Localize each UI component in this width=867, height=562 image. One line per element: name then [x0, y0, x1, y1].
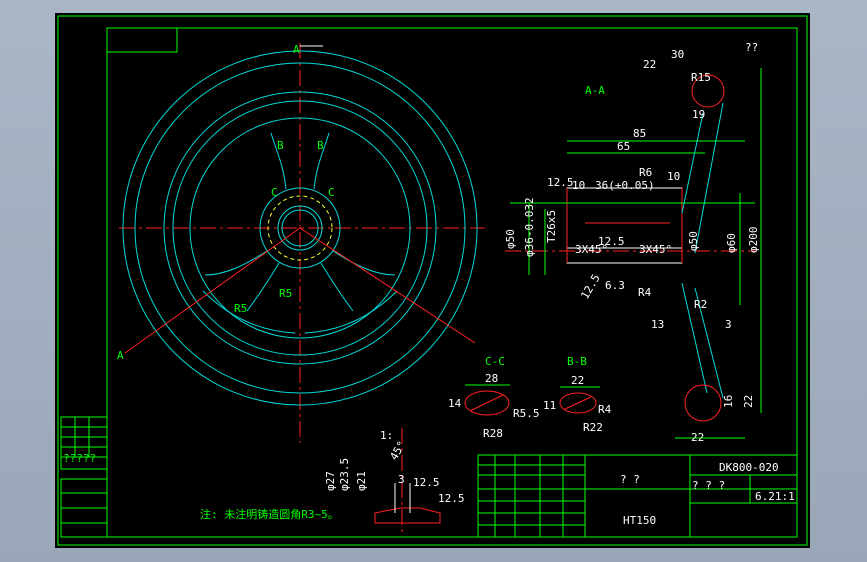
hub-bore-outline [566, 202, 683, 249]
front-view [119, 43, 485, 443]
title-block [477, 454, 798, 538]
bb-dim-22: 22 [571, 374, 584, 387]
rim-outer-2 [134, 62, 466, 394]
roughness-1: 12.5 [547, 176, 574, 189]
section-cc-title: C-C [485, 355, 505, 368]
cut-label-a-top: A [293, 43, 300, 56]
hub-outer [259, 187, 341, 269]
dim-65: 65 [617, 140, 630, 153]
label-b-right: B [317, 139, 324, 152]
spoke-circle [189, 117, 411, 339]
hub-thread [267, 195, 333, 261]
hub-bore-2 [281, 209, 319, 247]
section-bb-title: B-B [567, 355, 587, 368]
cc-dim-28: 28 [485, 372, 498, 385]
spoke-top [270, 132, 330, 190]
detail-rough-right: 12.5 [438, 492, 465, 505]
dim-phi200: φ200 [747, 227, 760, 254]
cut-line-right [299, 227, 476, 344]
drawing-code: DK800-020 [719, 461, 779, 474]
cc-dim-r28: R28 [483, 427, 503, 440]
dim-19: 19 [692, 108, 705, 121]
dim-r6: R6 [639, 166, 652, 179]
dim-10-right: 10 [667, 170, 680, 183]
label-r5-inner: R5 [279, 287, 292, 300]
inner-border [106, 27, 798, 538]
dim-22-right: 22 [742, 395, 755, 408]
rim-inner-2 [172, 100, 428, 356]
part-name: ? ? [620, 473, 640, 486]
cc-dim-14: 14 [448, 397, 462, 410]
casting-note: 注: 未注明铸造圆角R3~5。 [200, 507, 339, 521]
drawing-sheet: ????? [57, 15, 808, 546]
detail-d3: 3 [398, 473, 405, 486]
section-cc [464, 384, 510, 416]
dim-t26: T26x5 [545, 210, 558, 243]
left-stamp-marks: ????? [63, 452, 96, 465]
dim-phi50: φ50 [504, 229, 517, 249]
section-bb [559, 386, 600, 414]
rim-section-top [691, 74, 725, 108]
cut-label-a-bottom: A [117, 349, 124, 362]
chamfer-right: 3X45° [639, 243, 672, 256]
detail-rough-left: 12.5 [413, 476, 440, 489]
dim-85: 85 [633, 127, 646, 140]
roughness-symbol: ?? [745, 41, 758, 54]
dim-phi50-b: φ50 [687, 231, 700, 251]
dim-22-top: 22 [643, 58, 656, 71]
dim-3: 3 [725, 318, 732, 331]
bb-dim-r4: R4 [598, 403, 612, 416]
cut-line-lower [124, 227, 301, 354]
detail-scale: 1: [380, 429, 393, 442]
label-b-left: B [277, 139, 284, 152]
cad-drawing-canvas[interactable]: ????? [55, 13, 810, 548]
section-aa-title: A-A [585, 84, 605, 97]
rim-inner [163, 91, 437, 365]
label-r5-outer: R5 [234, 302, 247, 315]
drawing-scale: 6.21:1 [755, 490, 795, 503]
rim-section-bottom [684, 384, 722, 422]
dim-r4: R4 [638, 286, 652, 299]
dim-r15: R15 [691, 71, 711, 84]
chamfer-left: 3X45° [575, 243, 608, 256]
dim-6-3: 6.3 [605, 279, 625, 292]
dim-phi60: φ60 [725, 233, 738, 253]
cc-dim-r5: R5.5 [513, 407, 540, 420]
section-aa-view [505, 68, 762, 439]
spoke-right [320, 250, 396, 312]
dim-10-left: 10 [572, 179, 585, 192]
roughness-3: 12.5 [578, 272, 603, 301]
left-stamp-table [60, 416, 108, 538]
arm-upper [681, 102, 724, 254]
label-c-left: C [271, 186, 278, 199]
corner-box [106, 27, 178, 53]
dim-30: 30 [671, 48, 684, 61]
spoke-left [204, 250, 280, 312]
bb-dim-r22: R22 [583, 421, 603, 434]
bb-dim-11: 11 [543, 399, 556, 412]
dim-13: 13 [651, 318, 664, 331]
dim-r2: R2 [694, 298, 707, 311]
detail-phi27: φ27 [324, 471, 337, 491]
detail-view [374, 428, 441, 533]
detail-phi21: φ21 [355, 471, 368, 491]
dim-16: 16 [722, 395, 735, 408]
dim-36: 36(+0.05) [595, 179, 655, 192]
detail-phi235: φ23.5 [338, 458, 351, 491]
rim-outer [122, 50, 478, 406]
detail-45: 45° [387, 439, 408, 463]
label-c-right: C [328, 186, 335, 199]
dim-22-bottom: 22 [691, 431, 704, 444]
title-row-marks: ? ? ? [692, 479, 725, 492]
window-lower [202, 290, 398, 334]
arm-lower [681, 282, 724, 399]
material: HT150 [623, 514, 656, 527]
outer-border [57, 15, 808, 546]
roughness-2: 12.5 [598, 235, 625, 248]
dim-phi36: φ36-0.032 [523, 197, 536, 257]
hub-bore [277, 205, 323, 251]
